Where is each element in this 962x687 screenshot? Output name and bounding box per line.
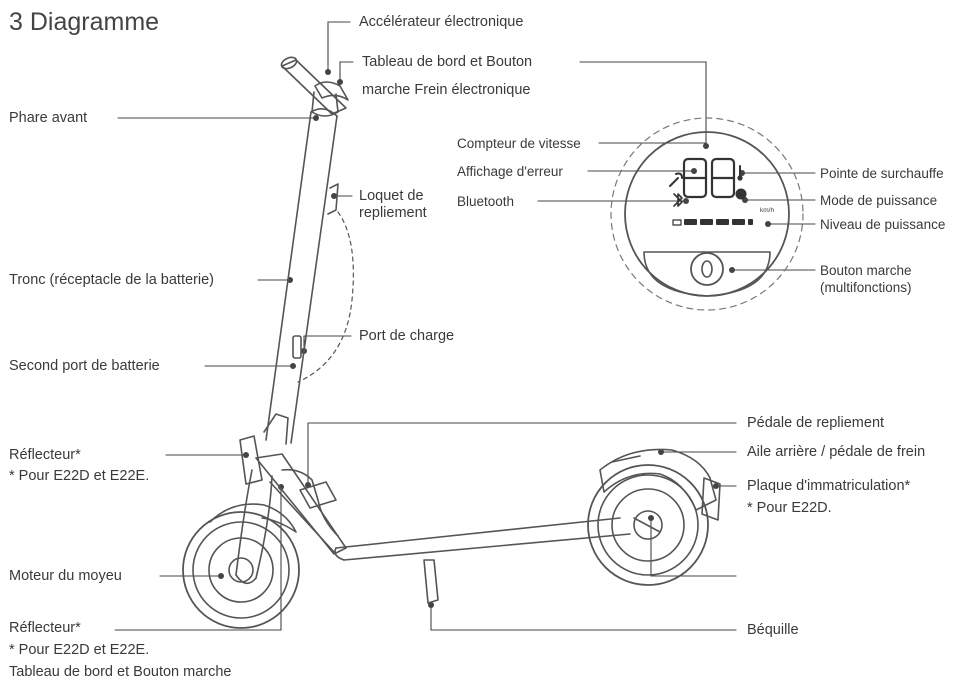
label-speedometer: Compteur de vitesse (457, 136, 581, 151)
speed-digits (682, 157, 736, 199)
page-title: 3 Diagramme (9, 8, 160, 36)
label-stem: Tronc (réceptacle de la batterie) (9, 272, 214, 288)
power-button-icon (690, 252, 724, 286)
label-second-battery-port: Second port de batterie (9, 358, 160, 374)
speed-unit: km/h (760, 207, 775, 214)
scooter-illustration (182, 56, 721, 629)
label-folding-latch-line1: Loquet de (359, 188, 424, 204)
label-accelerator: Accélérateur électronique (359, 14, 524, 30)
label-overheat: Pointe de surchauffe (820, 166, 944, 181)
label-reflector-top: Réflecteur* (9, 447, 81, 463)
label-folding-pedal: Pédale de repliement (747, 415, 885, 431)
label-charge-port: Port de charge (359, 328, 455, 344)
power-level-bars (684, 219, 753, 225)
label-reflector-top-note: * Pour E22D et E22E. (9, 468, 150, 484)
label-bluetooth: Bluetooth (457, 194, 515, 209)
bluetooth-icon (673, 193, 683, 207)
label-power-mode: Mode de puissance (820, 193, 938, 208)
label-power-level: Niveau de puissance (820, 217, 946, 232)
label-kickstand: Béquille (747, 622, 799, 638)
label-dashboard-top: Tableau de bord et Bouton (362, 54, 533, 70)
power-mode-icon (735, 188, 747, 200)
label-power-button-line1: Bouton marche (820, 263, 912, 278)
label-license-plate-note: * Pour E22D. (747, 500, 832, 516)
dashboard-closeup (610, 117, 804, 311)
label-rear-fender: Aile arrière / pédale de frein (747, 444, 926, 460)
label-license-plate: Plaque d'immatriculation* (747, 478, 911, 494)
label-folding-latch-line2: repliement (359, 205, 427, 221)
label-reflector-bottom: Réflecteur* (9, 620, 81, 636)
label-brake-top: marche Frein électronique (362, 82, 531, 98)
label-reflector-bottom-note: * Pour E22D et E22E. (9, 642, 150, 658)
leader-lines (114, 21, 816, 631)
label-hub-motor: Moteur du moyeu (9, 568, 122, 584)
label-error-display: Affichage d'erreur (457, 164, 563, 179)
label-headlight: Phare avant (9, 110, 88, 126)
label-power-button-line2: (multifonctions) (820, 280, 912, 295)
wrench-icon (669, 172, 683, 187)
label-dashboard-bottom: Tableau de bord et Bouton marche (9, 664, 232, 680)
